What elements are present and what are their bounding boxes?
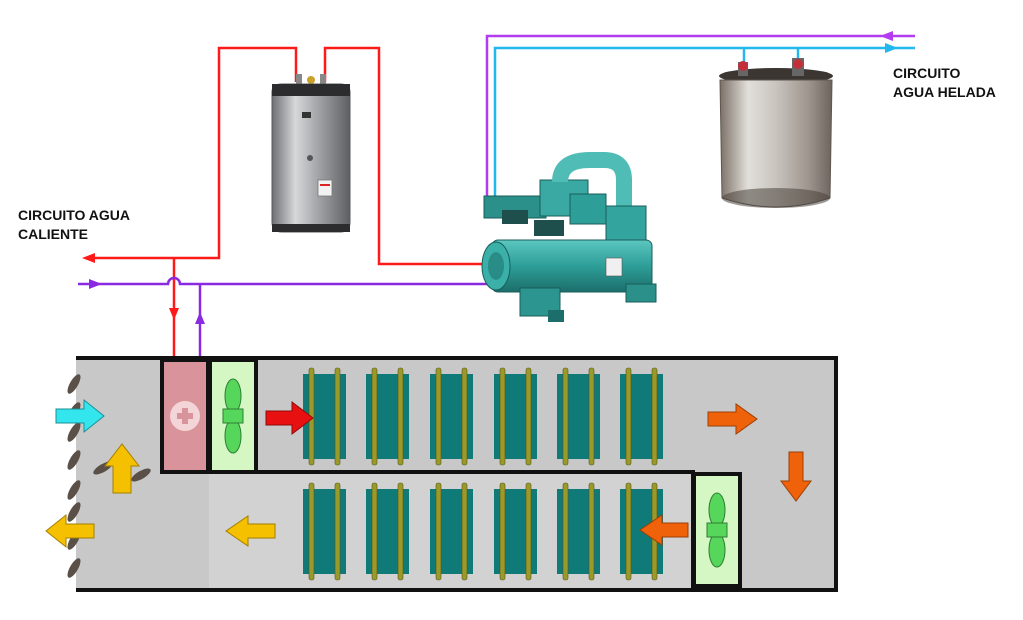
fresh-air-up-arrow [103, 443, 141, 494]
hot-water-tank [271, 74, 351, 233]
exchanger-plate [557, 367, 600, 466]
fan-icon [222, 378, 244, 454]
heat-exchanger-bottom [303, 482, 663, 581]
exchanger-plate [303, 482, 346, 581]
fan-icon [706, 492, 728, 568]
hot-water-return-pipe [323, 46, 487, 266]
exhaust-air-arrow [45, 513, 95, 549]
heating-coil [160, 358, 210, 474]
return-air-arrow [225, 515, 276, 547]
hot-air-arrow [265, 400, 314, 436]
arrow-chilled-in-top [880, 31, 893, 41]
exchanger-plate [494, 367, 537, 466]
arrow-hot-down [169, 308, 179, 320]
piping [78, 31, 915, 358]
airflow-arrows [45, 398, 812, 549]
chilled-water-label-line1: CIRCUITO [893, 65, 961, 81]
chilled-water-supply-pipe [493, 46, 915, 200]
hot-water-supply-pipe [88, 46, 298, 260]
hot-water-return-line [78, 276, 487, 286]
hot-water-circuit-label: CIRCUITO AGUA CALIENTE [18, 206, 130, 244]
chilled-water-return-pipe [485, 34, 915, 200]
warm-air-arrow-down [780, 451, 812, 502]
arrow-return-up [195, 312, 205, 324]
chilled-water-label-line2: AGUA HELADA [893, 84, 996, 100]
hot-water-label-line2: CALIENTE [18, 226, 88, 242]
chiller-unit [481, 152, 657, 322]
chilled-water-tank [719, 58, 833, 208]
duct-outline [76, 356, 838, 592]
return-fan [692, 472, 742, 588]
exchanger-plate [494, 482, 537, 581]
exchanger-plate [366, 367, 409, 466]
exchanger-plate [620, 367, 663, 466]
exchanger-plate [366, 482, 409, 581]
hot-water-label-line1: CIRCUITO AGUA [18, 207, 130, 223]
inlet-air-arrow [55, 398, 105, 434]
arrow-chilled-out [885, 43, 898, 53]
exchanger-plate [430, 367, 473, 466]
exchanger-plate [557, 482, 600, 581]
warm-air-arrow-left [639, 514, 689, 546]
arrow-return-in [89, 279, 102, 289]
exchanger-plate [303, 367, 346, 466]
exchanger-plate [430, 482, 473, 581]
chilled-water-circuit-label: CIRCUITO AGUA HELADA [893, 64, 996, 102]
arrow-hot-out [82, 253, 95, 263]
heat-exchanger-top [303, 367, 663, 466]
warm-air-arrow-right [707, 403, 758, 435]
supply-fan [208, 358, 258, 474]
